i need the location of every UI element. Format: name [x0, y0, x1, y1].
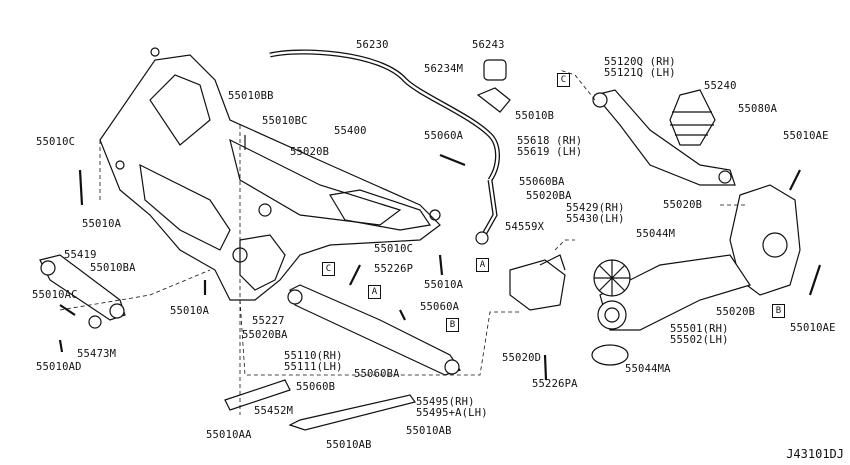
bump-stopper [669, 89, 716, 146]
link-bracket [509, 254, 566, 311]
label-55452m: 55452M [254, 405, 294, 417]
label-55227: 55227 [252, 315, 285, 327]
label-55429: 55429(RH) 55430(LH) [566, 202, 625, 225]
ref-box-c-left: C [322, 262, 335, 276]
upper-link [592, 89, 736, 186]
label-56243: 56243 [472, 39, 505, 51]
label-55618: 55618 (RH) 55619 (LH) [517, 135, 583, 158]
label-55020b-knuckle: 55020B [663, 199, 703, 211]
label-54559x: 54559X [505, 221, 545, 233]
lower-link [287, 284, 461, 376]
ref-box-a-left: A [368, 285, 381, 299]
label-55060a-top: 55060A [424, 130, 464, 142]
reference-lines [59, 69, 745, 415]
label-56234m: 56234M [424, 63, 464, 75]
rear-subframe [99, 47, 441, 301]
stabilizer-bar [269, 49, 500, 245]
label-55226pa: 55226PA [532, 378, 578, 390]
label-55010a-left: 55010A [82, 218, 122, 230]
label-56230: 56230 [356, 39, 389, 51]
label-55080a: 55080A [738, 103, 778, 115]
label-55060a-lower: 55060A [420, 301, 460, 313]
rear-knuckle [597, 184, 801, 331]
label-55110: 55110(RH) 55111(LH) [284, 350, 343, 373]
label-55010c-mid: 55010C [374, 243, 414, 255]
stabilizer-bushing [476, 59, 511, 113]
label-55010a-lower: 55010A [170, 305, 210, 317]
label-55020ba-lower: 55020BA [242, 329, 288, 341]
label-55060ba-lower: 55060BA [354, 368, 400, 380]
label-55501: 55501(RH) 55502(LH) [670, 323, 729, 346]
label-55010aa: 55010AA [206, 429, 252, 441]
label-55010b: 55010B [515, 110, 555, 122]
label-55044ma: 55044MA [625, 363, 671, 375]
label-55020b-right: 55020B [716, 306, 756, 318]
label-55473m: 55473M [77, 348, 117, 360]
label-55010ae-top: 55010AE [783, 130, 829, 142]
label-55060b: 55060B [296, 381, 336, 393]
diagram-code: J43101DJ [786, 447, 844, 461]
label-55240: 55240 [704, 80, 737, 92]
toe-link [39, 254, 126, 329]
ref-box-a-right: A [476, 258, 489, 272]
label-55010ba: 55010BA [90, 262, 136, 274]
bolts [58, 135, 822, 381]
lateral-link [224, 379, 416, 431]
label-55010c-left: 55010C [36, 136, 76, 148]
label-55010ac: 55010AC [32, 289, 78, 301]
label-55010ae-right: 55010AE [790, 322, 836, 334]
label-55010ad: 55010AD [36, 361, 82, 373]
label-55419: 55419 [64, 249, 97, 261]
label-55010bb: 55010BB [228, 90, 274, 102]
label-55120q: 55120Q (RH) 55121Q (LH) [604, 56, 676, 79]
label-55226p: 55226P [374, 263, 414, 275]
label-55400: 55400 [334, 125, 367, 137]
spring-seat [591, 259, 631, 366]
label-55020d: 55020D [502, 352, 542, 364]
label-55010bc: 55010BC [262, 115, 308, 127]
label-55020ba-top: 55020BA [526, 190, 572, 202]
label-55060ba-top: 55060BA [519, 176, 565, 188]
label-55010ab-left: 55010AB [326, 439, 372, 451]
label-55010a-mid: 55010A [424, 279, 464, 291]
label-55044m: 55044M [636, 228, 676, 240]
ref-box-b-right: B [772, 304, 785, 318]
label-55495: 55495(RH) 55495+A(LH) [416, 396, 488, 419]
ref-box-b-left: B [446, 318, 459, 332]
ref-box-c-right: C [557, 73, 570, 87]
label-55010ab-right: 55010AB [406, 425, 452, 437]
label-55020b-left: 55020B [290, 146, 330, 158]
